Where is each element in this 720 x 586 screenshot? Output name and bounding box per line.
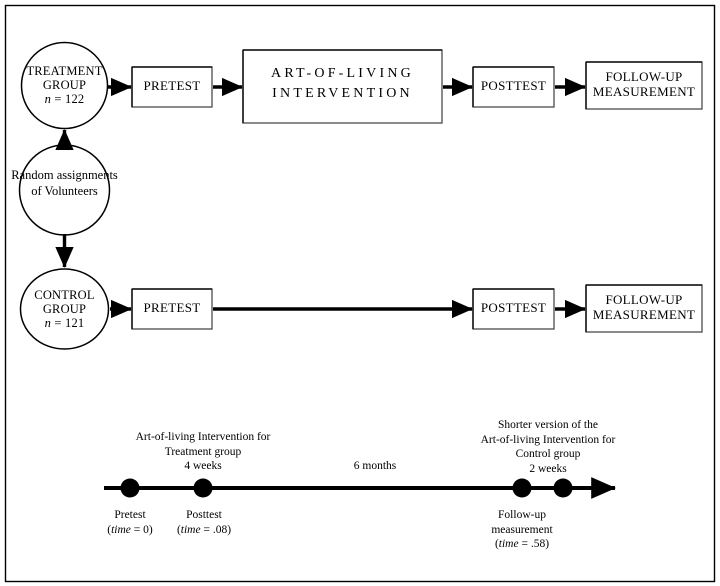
treatment-pretest-box — [131, 66, 213, 108]
control-pretest-box — [131, 288, 213, 330]
random-assignment-circle — [18, 144, 111, 236]
timeline-marker-control-intervention — [553, 478, 573, 498]
control-posttest-box — [472, 288, 555, 330]
treatment-posttest-box — [472, 66, 555, 108]
timeline-marker-pretest — [120, 478, 140, 498]
treatment-followup-box — [585, 61, 703, 110]
control-followup-box — [585, 284, 703, 333]
timeline-marker-posttest — [193, 478, 213, 498]
intervention-box — [242, 49, 443, 124]
timeline-marker-followup — [512, 478, 532, 498]
control-group-ellipse — [19, 268, 110, 350]
treatment-group-ellipse — [20, 41, 109, 130]
